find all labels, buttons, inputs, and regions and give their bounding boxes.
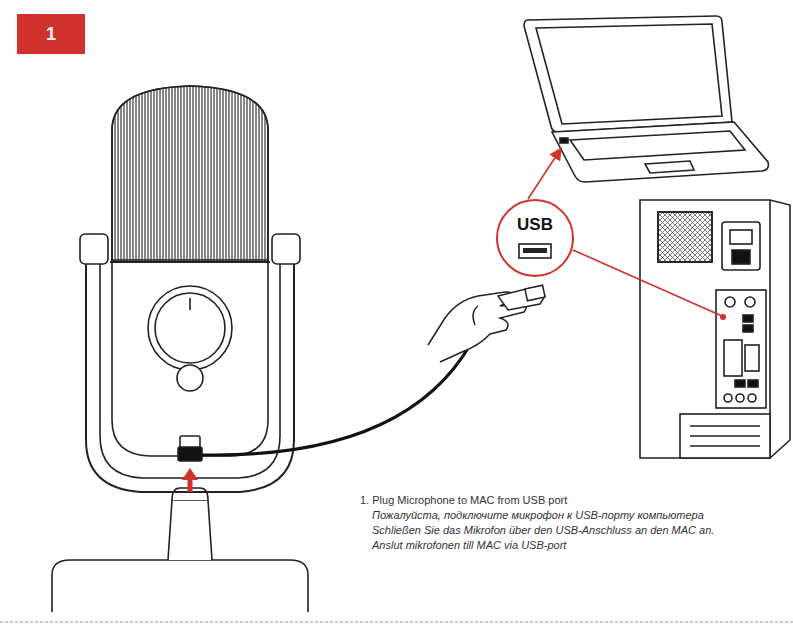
instruction-text: 1. Plug Microphone to MAC from USB port <box>360 494 567 506</box>
usb-callout: USB <box>496 199 574 277</box>
instruction-text: Пожалуйста, подключите микрофон к USB-по… <box>372 509 704 521</box>
hand <box>428 285 545 362</box>
microphone <box>52 86 308 612</box>
step-number-box: 1 <box>17 14 85 54</box>
instruction-text: Schließen Sie das Mikrofon über den USB-… <box>372 524 714 536</box>
node-text: USB <box>517 215 553 235</box>
node-text: 1 <box>46 24 56 45</box>
desktop-pc <box>640 200 790 458</box>
laptop <box>524 16 768 182</box>
leader-line <box>573 250 722 316</box>
instruction-text: Anslut mikrofonen till MAC via USB-port <box>372 539 566 551</box>
leader-line <box>528 150 560 199</box>
